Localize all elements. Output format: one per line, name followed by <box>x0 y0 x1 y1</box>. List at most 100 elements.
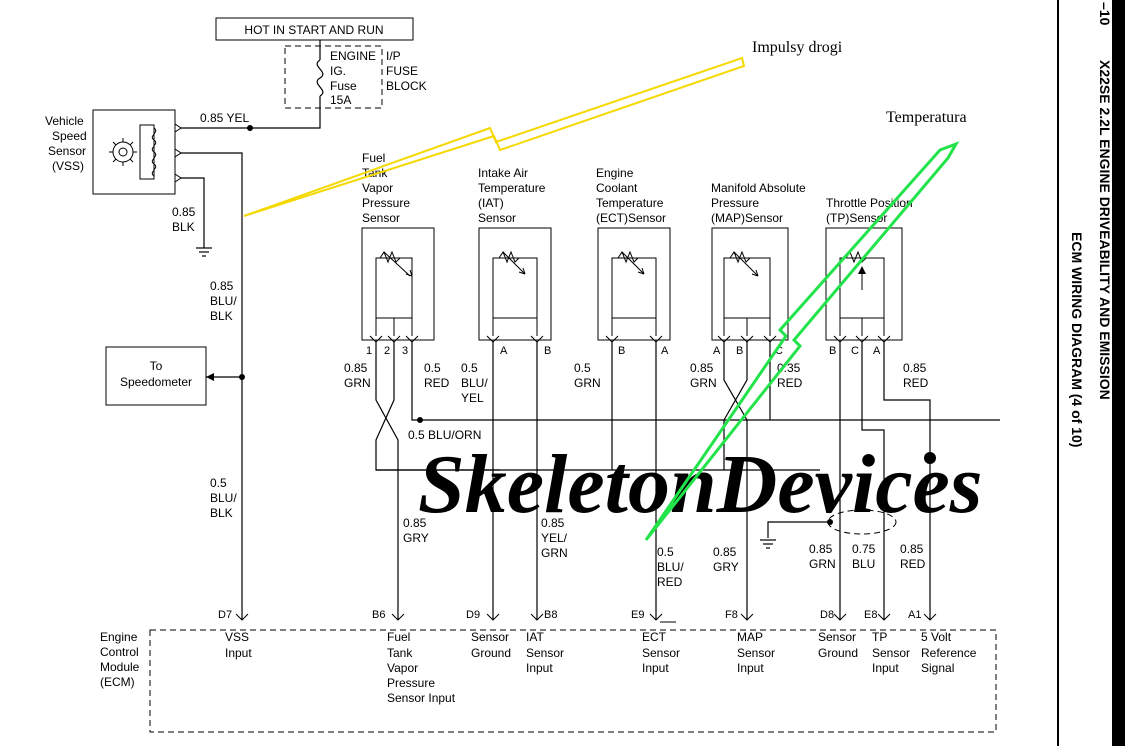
ecm-fuel-2: Tank <box>387 646 413 660</box>
wire-label-yelgrn-b: YEL/ <box>541 531 568 545</box>
shield-ground-icon <box>760 539 776 549</box>
pin-s1-3: 3 <box>402 345 408 357</box>
annotation-impulsy: Impulsy drogi <box>752 39 843 56</box>
sensor5-tp <box>825 227 903 341</box>
ecm-pin-d9: D9 <box>466 609 480 621</box>
wire-label-gry1-a: 0.85 <box>403 516 427 530</box>
ecm-pin-b8: B8 <box>544 609 557 621</box>
wire-label-grn2-b: GRN <box>574 376 601 390</box>
ecm-sg1-1: Sensor <box>471 630 509 644</box>
ecm-pin-e9: E9 <box>631 609 644 621</box>
pin-s3-a: A <box>661 345 669 357</box>
ecm-tp-3: Input <box>872 661 899 675</box>
sensor5-label-1: Throttle Position <box>826 196 913 210</box>
sensor1-label-3: Vapor <box>362 181 393 195</box>
pin-s4-c: C <box>775 345 783 357</box>
wire-label-red4-b: RED <box>900 557 926 571</box>
pin-s1-2: 2 <box>384 345 390 357</box>
pin-s1-1: 1 <box>366 345 372 357</box>
ecm-box <box>149 629 997 733</box>
ecm-iat-1: IAT <box>526 630 544 644</box>
vss-label-3: Sensor <box>48 144 86 158</box>
ecm-map-1: MAP <box>737 630 763 644</box>
wire-label-red3-b: RED <box>903 376 929 390</box>
pin-s3-b: B <box>618 345 625 357</box>
ecm-vss-1: VSS <box>225 630 249 644</box>
wire-label-blublk2-a: 0.5 <box>210 476 227 490</box>
wire-label-blured-a: 0.5 <box>657 545 674 559</box>
ecm-map-3: Input <box>737 661 764 675</box>
wire-label-red3-a: 0.85 <box>903 361 927 375</box>
vss-label-1: Vehicle <box>45 114 84 128</box>
wire-label-grn1-a: 0.85 <box>344 361 368 375</box>
pin-s2-a: A <box>500 345 508 357</box>
watermark-text: SkeletonDevices <box>418 438 983 531</box>
fuse-label-4: 15A <box>330 93 351 107</box>
sensor5-label-2: (TP)Sensor <box>826 211 887 225</box>
sensor4-map <box>711 227 789 341</box>
ecm-title-1: Engine <box>100 630 138 644</box>
ecm-sg2-1: Sensor <box>818 630 856 644</box>
wire-label-blublk2-b: BLU/ <box>210 491 237 505</box>
wire-label-bluyel-a: 0.5 <box>461 361 478 375</box>
page-edge-bar <box>1112 0 1125 746</box>
sensor1-label-1: Fuel <box>362 151 385 165</box>
sensor3-ect <box>597 227 671 341</box>
wire-label-grn3-a: 0.85 <box>690 361 714 375</box>
sensor4-label-3: (MAP)Sensor <box>711 211 783 225</box>
wire-label-blublk1-c: BLK <box>210 309 233 323</box>
speedometer-label-1: To <box>150 359 163 373</box>
fuse-block-label-2: FUSE <box>386 64 418 78</box>
ecm-title-4: (ECM) <box>100 675 135 689</box>
wire-label-blured-c: RED <box>657 575 683 589</box>
ecm-ref-2: Reference <box>921 646 977 660</box>
ecm-fuel-5: Sensor Input <box>387 691 456 705</box>
wire-label-yelgrn-a: 0.85 <box>541 516 565 530</box>
ecm-title-3: Module <box>100 660 140 674</box>
sensor3-label-1: Engine <box>596 166 634 180</box>
fuse-label-2: IG. <box>330 64 346 78</box>
ecm-iat-2: Sensor <box>526 646 564 660</box>
ecm-sg2-2: Ground <box>818 646 858 660</box>
wire-label-grn3-b: GRN <box>690 376 717 390</box>
sensor3-label-4: (ECT)Sensor <box>596 211 666 225</box>
ecm-map-2: Sensor <box>737 646 775 660</box>
wire-label-red2-b: RED <box>777 376 803 390</box>
speedometer-label-2: Speedometer <box>120 375 192 389</box>
sensor2-iat <box>478 227 552 341</box>
yellow-arrow <box>243 56 746 217</box>
wire-label-yelgrn-c: GRN <box>541 546 568 560</box>
pin-s5-b: B <box>829 345 836 357</box>
ecm-ref-3: Signal <box>921 661 954 675</box>
fuse-block-label-1: I/P <box>386 49 401 63</box>
ecm-ect-1: ECT <box>642 630 667 644</box>
wire-label-grn4-a: 0.85 <box>809 542 833 556</box>
pin-s2-b: B <box>544 345 551 357</box>
wire-label-blublk1-a: 0.85 <box>210 279 234 293</box>
wire-label-blk-b: BLK <box>172 220 195 234</box>
pin-s5-a: A <box>873 345 881 357</box>
vss-label-4: (VSS) <box>52 159 84 173</box>
ecm-tp-1: TP <box>872 630 887 644</box>
wire-label-blublk2-c: BLK <box>210 506 233 520</box>
wire-label-blk-a: 0.85 <box>172 205 196 219</box>
ecm-ref-1: 5 Volt <box>921 630 952 644</box>
sensor3-label-3: Temperature <box>596 196 664 210</box>
wire-label-bluyel-c: YEL <box>461 391 484 405</box>
ecm-pin-f8: F8 <box>725 609 738 621</box>
hot-in-start-run-label: HOT IN START AND RUN <box>244 23 383 37</box>
fuse-label-1: ENGINE <box>330 49 376 63</box>
ecm-iat-3: Input <box>526 661 553 675</box>
sensor2-label-4: Sensor <box>478 211 516 225</box>
speedometer-box <box>105 346 207 406</box>
wire-label-red1-b: RED <box>424 376 450 390</box>
fuse-label-3: Fuse <box>330 79 357 93</box>
ecm-tp-2: Sensor <box>872 646 910 660</box>
annotation-temperatura: Temperatura <box>886 109 967 126</box>
diagram-title: ECM WIRING DIAGRAM (4 of 10) <box>1069 232 1085 447</box>
ecm-sg1-2: Ground <box>471 646 511 660</box>
sensor2-label-1: Intake Air <box>478 166 528 180</box>
section-title: X22SE 2.2L ENGINE DRIVEABILITY AND EMISS… <box>1097 60 1113 400</box>
sensor2-label-2: Temperature <box>478 181 546 195</box>
wire-label-grn4-b: GRN <box>809 557 836 571</box>
